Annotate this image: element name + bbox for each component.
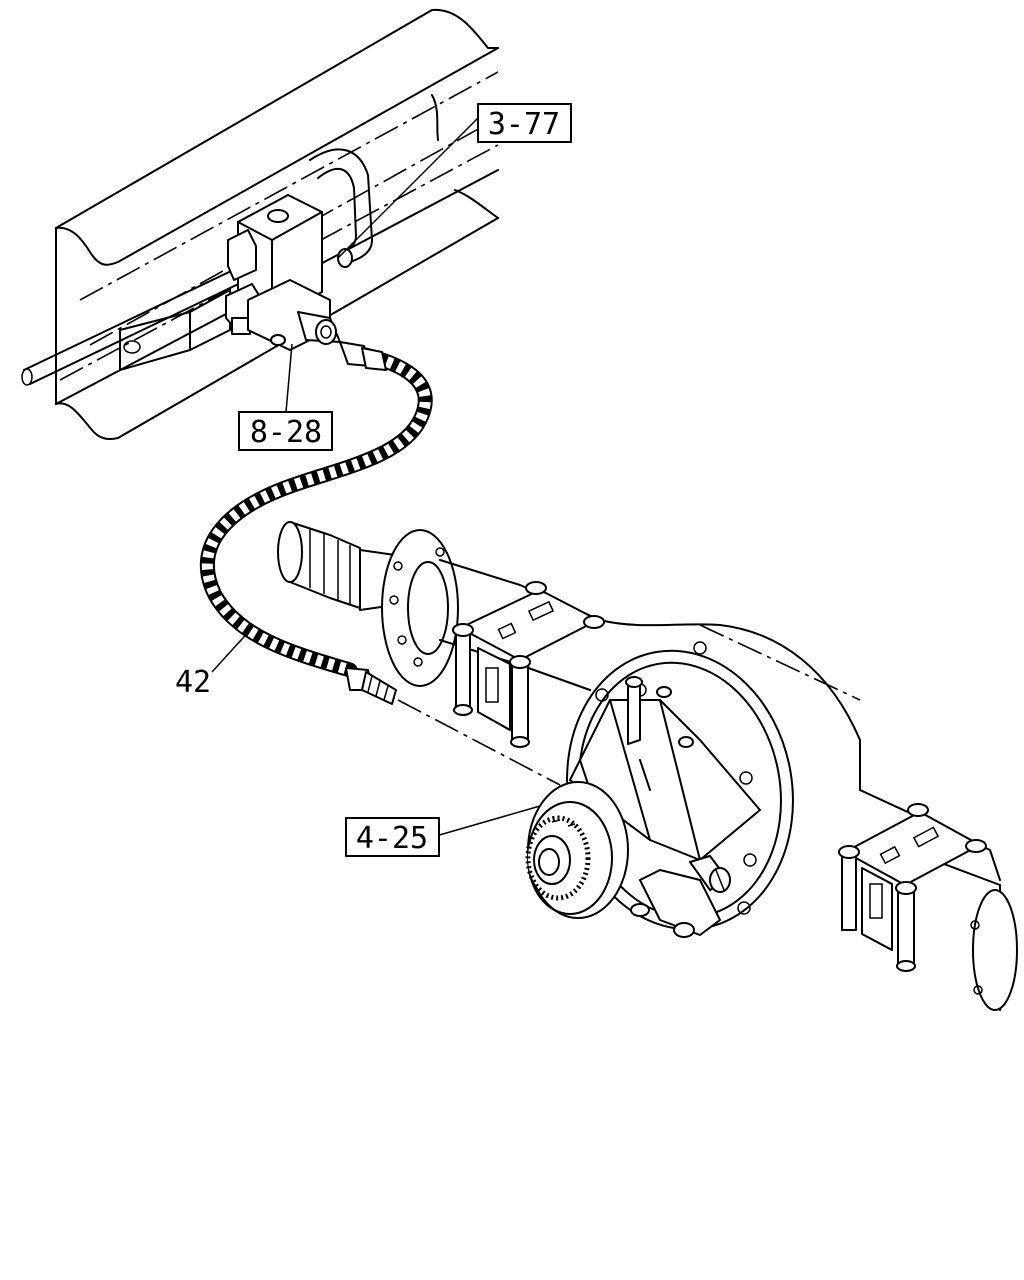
callout-42: 42 [175, 627, 253, 700]
flexible-hose [199, 341, 433, 705]
assembly-line [397, 699, 561, 786]
callout-4-25: 4-25 [345, 805, 541, 857]
axle-housing [277, 521, 1018, 1011]
frame-rail [21, 8, 499, 440]
callout-42-text: 42 [175, 665, 211, 700]
callout-8-28-text: 8-28 [250, 415, 322, 450]
callout-3-77-text: 3-77 [488, 107, 560, 142]
callout-4-25-text: 4-25 [356, 821, 428, 856]
callout-3-77: 3-77 [337, 103, 572, 259]
callout-8-28: 8-28 [238, 343, 333, 451]
valve-block [225, 194, 341, 351]
